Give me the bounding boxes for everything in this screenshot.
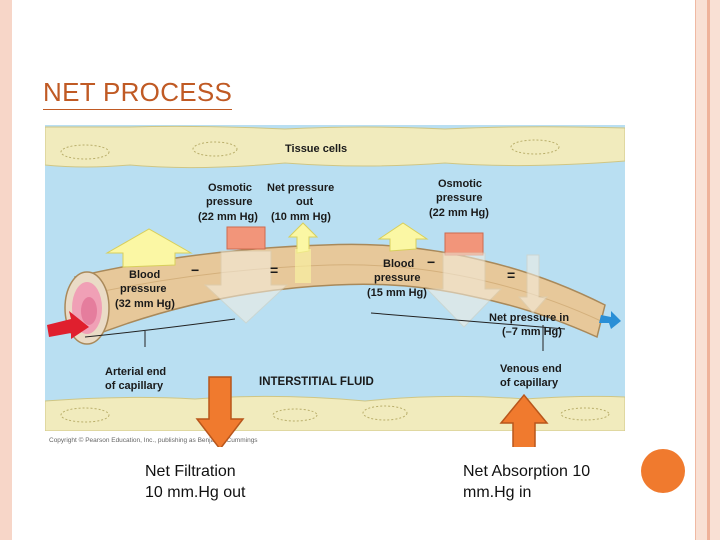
interstitial-fluid-label: INTERSTITIAL FLUID: [259, 376, 374, 388]
equals-sign-left: =: [270, 262, 278, 278]
capillary-diagram: Copyright © Pearson Education, Inc., pub…: [45, 125, 625, 447]
osmotic-right-line3: (22 mm Hg): [429, 207, 489, 219]
net-out-line2: out: [296, 196, 313, 208]
venous-bracket: [370, 312, 566, 351]
net-in-down-arrow: [517, 254, 549, 314]
osmotic-left-line1: Osmotic: [208, 182, 252, 194]
blood-left-line3: (32 mm Hg): [115, 298, 175, 310]
filtration-down-arrow: [195, 376, 245, 447]
equals-sign-right: =: [507, 267, 515, 283]
net-filtration-line2: 10 mm.Hg out: [145, 484, 246, 501]
arterial-bracket: [84, 318, 236, 347]
minus-sign-left: −: [191, 262, 199, 278]
arterial-line1: Arterial end: [105, 366, 166, 378]
minus-sign-right: −: [427, 254, 435, 270]
net-absorption-line1: Net Absorption 10: [463, 463, 591, 480]
frame-right-stripe: [707, 0, 710, 540]
net-filtration-line1: Net Filtration: [145, 463, 236, 480]
decorative-orange-circle: [641, 449, 685, 493]
net-out-line3: (10 mm Hg): [271, 211, 331, 223]
blood-left-line1: Blood: [129, 269, 160, 281]
tissue-cells-label: Tissue cells: [285, 143, 347, 155]
blood-flow-in-arrow: [47, 311, 89, 339]
tissue-cells-top: [45, 125, 625, 169]
cell-nuclei-bottom: [60, 405, 610, 423]
osmotic-box-right: [444, 232, 484, 256]
venous-line2: of capillary: [500, 377, 559, 389]
osmotic-right-line1: Osmotic: [438, 178, 482, 190]
osmotic-down-arrow-right: [425, 252, 503, 328]
copyright-text: Copyright © Pearson Education, Inc., pub…: [49, 436, 258, 444]
net-filtration-caption: Net Filtration 10 mm.Hg out: [145, 461, 295, 503]
net-absorption-caption: Net Absorption 10 mm.Hg in: [463, 461, 623, 503]
blood-flow-out-arrow: [599, 311, 621, 329]
net-in-line1: Net pressure in: [489, 312, 569, 324]
net-in-line2: (–7 mm Hg): [502, 326, 562, 338]
net-absorption-line2: mm.Hg in: [463, 484, 532, 501]
net-out-line1: Net pressure: [267, 182, 334, 194]
cell-nuclei-top: [60, 139, 560, 160]
slide-title: NET PROCESS: [43, 77, 233, 110]
blood-left-line2: pressure: [120, 283, 166, 295]
osmotic-right-line2: pressure: [436, 192, 482, 204]
absorption-up-arrow: [499, 393, 549, 447]
venous-line1: Venous end: [500, 363, 562, 375]
blood-mid-line2: pressure: [374, 272, 420, 284]
osmotic-left-line2: pressure: [206, 196, 252, 208]
blood-mid-line1: Blood: [383, 258, 414, 270]
blood-pressure-up-arrow-left: [105, 228, 193, 268]
osmotic-down-arrow-left: [203, 250, 289, 324]
osmotic-box-left: [226, 226, 266, 250]
tissue-cells-bottom: [45, 395, 625, 432]
osmotic-left-line3: (22 mm Hg): [198, 211, 258, 223]
frame-left-border: [0, 0, 12, 540]
blood-mid-line3: (15 mm Hg): [367, 287, 427, 299]
blood-pressure-up-arrow-mid: [377, 222, 429, 252]
arterial-line2: of capillary: [105, 380, 164, 392]
net-out-up-arrow: [287, 222, 319, 254]
